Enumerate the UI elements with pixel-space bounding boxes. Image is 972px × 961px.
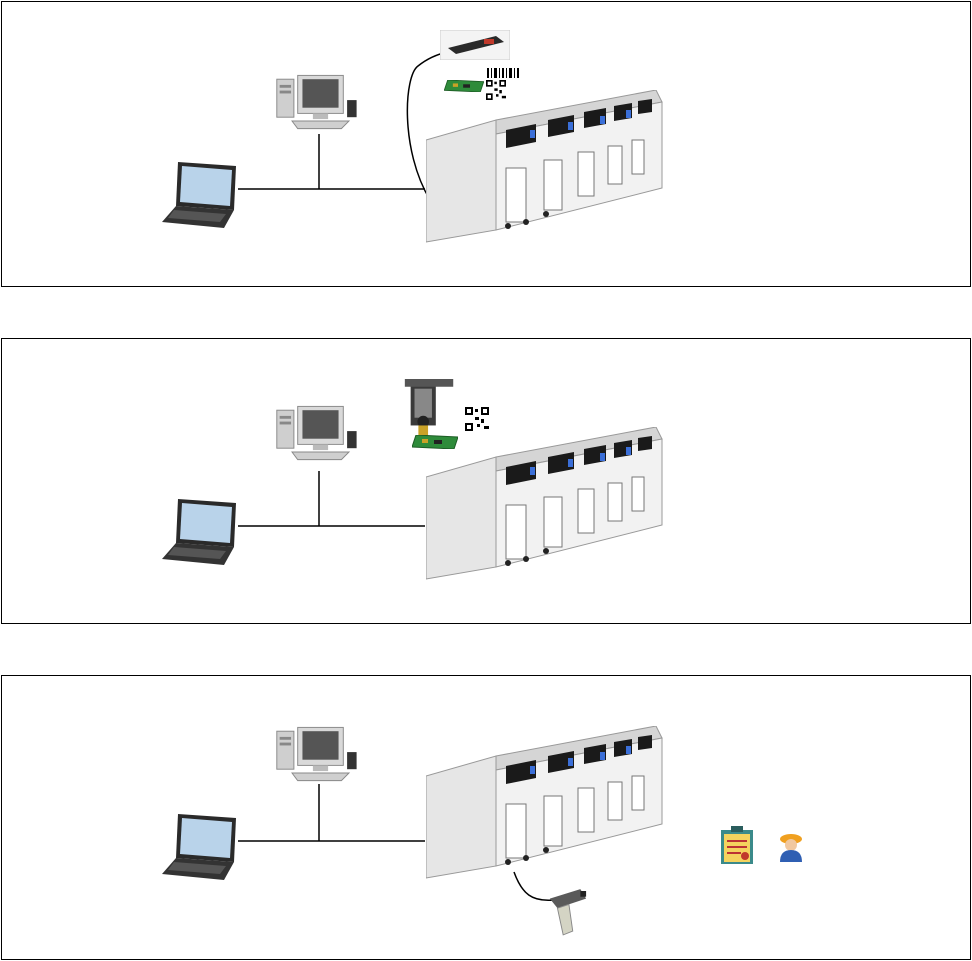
panel-barcode-reader-setup [1,1,971,287]
desktop-computer-icon [277,75,357,128]
qr-code-icon [486,80,506,100]
laptop-icon [162,499,236,565]
desktop-computer-icon [277,727,357,780]
linear-barcode-icon [487,68,519,78]
panel-feeder-verification-setup [1,338,971,624]
pcb-board-icon [412,435,458,449]
laptop-icon [162,162,236,228]
fixed-barcode-scanner-icon [440,30,510,60]
connection-lines [238,471,425,526]
panel-handheld-scanner-setup [1,675,971,960]
report-clipboard-icon [721,826,753,864]
network-diagram-3 [2,676,970,959]
laptop-icon [162,814,236,880]
smt-placement-line-icon [426,90,662,242]
handheld-barcode-scanner-icon [550,889,586,935]
smt-placement-line-icon [426,726,662,878]
desktop-computer-icon [277,406,357,459]
smt-placement-line-icon [426,427,662,579]
component-feeder-icon [405,379,453,439]
operator-icon [780,834,802,862]
pcb-board-icon [444,80,483,92]
qr-code-icon [465,407,489,431]
network-diagram-1 [2,2,970,286]
network-diagram-2 [2,339,970,623]
